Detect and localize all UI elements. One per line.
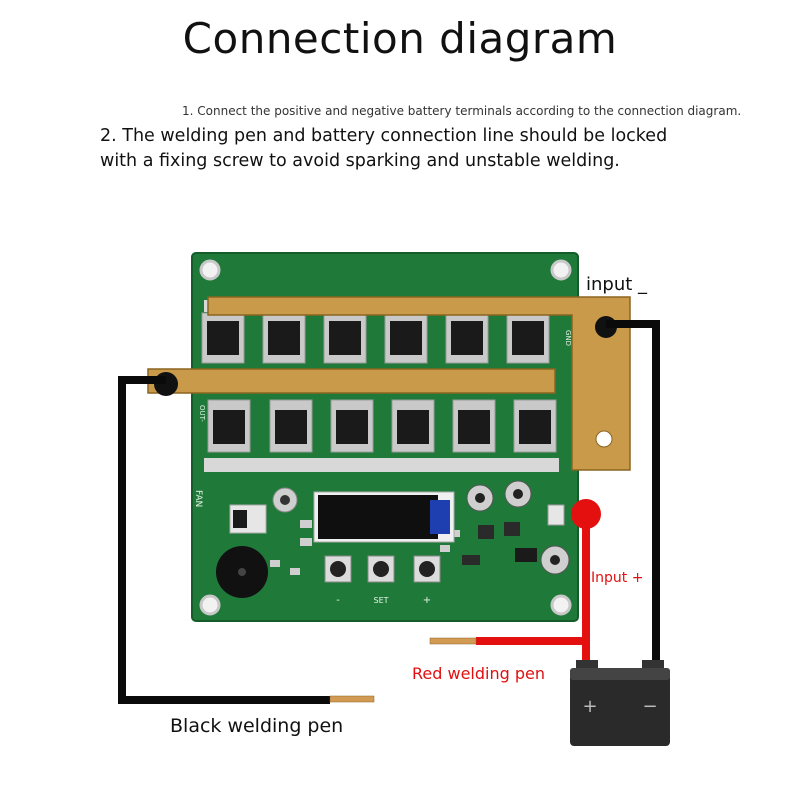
button-label-minus: - (336, 595, 340, 606)
silk-out: OUT- (198, 405, 206, 422)
black-pen-tip (329, 695, 375, 703)
copper-bus-negative (207, 296, 631, 471)
battery-plus-icon: + (582, 696, 597, 717)
mounting-holes (199, 259, 572, 616)
battery-minus-icon: − (642, 696, 657, 717)
mosfet-row-top (201, 312, 550, 364)
control-button-set[interactable] (367, 555, 395, 583)
battery: + − (570, 660, 670, 746)
buzzer (216, 546, 268, 598)
instruction-2: 2. The welding pen and battery connectio… (100, 126, 668, 171)
silk-gnd: GND (564, 330, 572, 346)
wire-black-pen (118, 376, 330, 704)
button-label-set: SET (373, 596, 388, 605)
label-input-plus: Input + (591, 570, 643, 586)
instruction-1: 1. Connect the positive and negative bat… (182, 104, 742, 118)
mosfet-row-bottom (207, 399, 557, 453)
silk-fan: FAN (193, 490, 203, 507)
wire-red-positive (571, 499, 601, 672)
page-title: Connection diagram (182, 14, 618, 63)
red-pen-tip (429, 637, 477, 645)
control-button-minus[interactable] (324, 555, 352, 583)
label-red-welding-pen: Red welding pen (412, 664, 545, 683)
oled-display (313, 491, 455, 543)
label-input-minus: input _ (586, 274, 648, 295)
control-button-plus[interactable] (413, 555, 441, 583)
button-label-plus: + (423, 595, 431, 606)
copper-bus-output (147, 368, 556, 396)
label-black-welding-pen: Black welding pen (170, 715, 343, 737)
wire-black-negative (606, 320, 660, 672)
